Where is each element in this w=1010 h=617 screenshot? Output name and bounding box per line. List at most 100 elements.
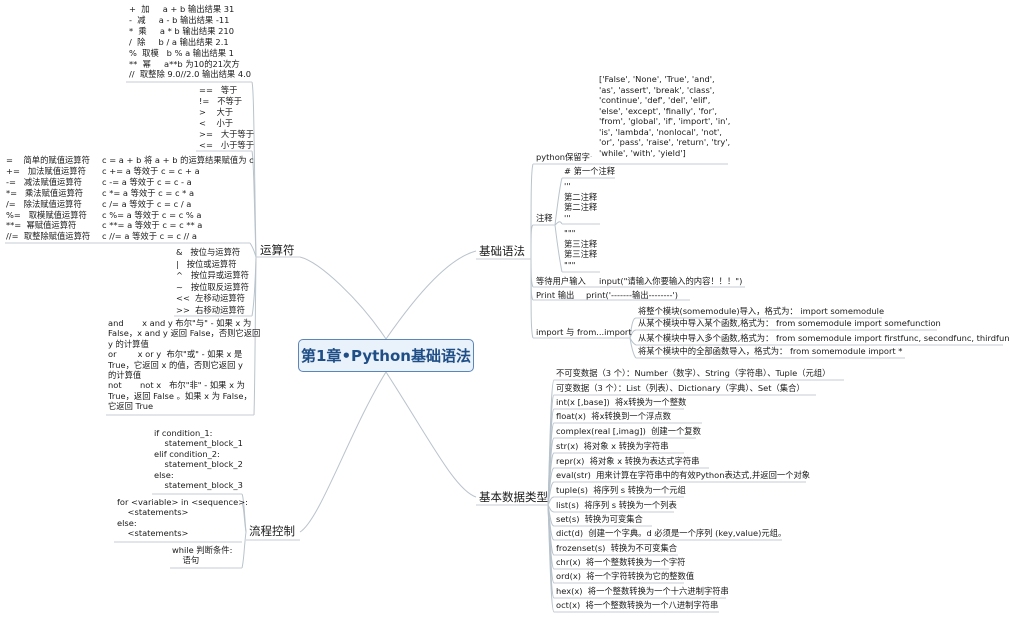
basic-type-item[interactable]: str(x) 将对象 x 转换为字符串 <box>556 441 669 451</box>
assignment-example: c -= a 等效于 c = c - a <box>102 176 192 187</box>
for-line: <statements> <box>117 507 189 518</box>
assignment-operators: = 简单的赋值运算符 += 加法赋值运算符 -= 减法赋值运算符 *= 乘法赋值… <box>6 155 90 242</box>
bitwise-operators: & 按位与运算符 | 按位或运算符 ^ 按位异或运算符 ~ 按位取反运算符 <<… <box>176 247 249 317</box>
basic-type-item[interactable]: dict(d) 创建一个字典。d 必须是一个序列 (key,value)元组。 <box>556 528 787 538</box>
branch-connector <box>547 504 555 613</box>
keywords-label[interactable]: python保留字 <box>536 152 590 162</box>
keyword-line: 'or', 'pass', 'raise', 'return', 'try', <box>599 137 731 147</box>
basic-type-item[interactable]: hex(x) 将一个整数转换为一个十六进制字符串 <box>556 586 729 596</box>
basic-type-item[interactable]: tuple(s) 将序列 s 转换为一个元组 <box>556 485 686 495</box>
basic-type-item[interactable]: repr(x) 将对象 x 转换为表达式字符串 <box>556 456 700 466</box>
while-block: while 判断条件: 语句 <box>172 545 232 566</box>
basic-type-item[interactable]: eval(str) 用来计算在字符串中的有效Python表达式,并返回一个对象 <box>556 470 811 480</box>
category-operators[interactable]: 运算符 <box>260 243 295 257</box>
comment-line: ''' <box>564 181 571 191</box>
keyword-line: 'continue', 'def', 'del', 'elif', <box>599 95 711 105</box>
arithmetic-item: / 除 b / a 输出结果 2.1 <box>129 36 229 47</box>
comparison-item: > 大于 <box>199 106 234 117</box>
for-block: for <variable> in <sequence>: <statement… <box>117 497 248 539</box>
keyword-line: 'while', 'with', 'yield'] <box>599 147 686 158</box>
comment-line: """ <box>564 260 576 271</box>
keyword-line: ['False', 'None', 'True', 'and', <box>599 74 715 84</box>
import-item: 从某个模块中导入多个函数,格式为： from somemodule import… <box>638 332 1010 343</box>
comment-line: 第三注释 <box>564 238 598 249</box>
assignment-example: c += a 等效于 c = c + a <box>102 165 200 176</box>
basic-type-item[interactable]: set(s) 转换为可变集合 <box>556 514 643 524</box>
comparison-operators: == 等于 != 不等于 > 大于 < 小于 >= 大于等于 <= 小于等于 <box>199 85 254 150</box>
category-basic-types[interactable]: 基本数据类型 <box>479 490 548 504</box>
arithmetic-item: - 减 a - b 输出结果 -11 <box>129 14 230 25</box>
arithmetic-operators: + 加 a + b 输出结果 31 - 减 a - b 输出结果 -11 * 乘… <box>129 4 251 80</box>
branch-connector <box>547 481 555 506</box>
assignment-op-item: = 简单的赋值运算符 <box>6 155 90 165</box>
arithmetic-item: % 取模 b % a 输出结果 1 <box>129 47 234 58</box>
keywords-list: ['False', 'None', 'True', 'and', 'as', '… <box>599 74 730 158</box>
arithmetic-item: // 取整除 9.0//2.0 输出结果 4.0 <box>129 69 252 80</box>
keyword-line: 'from', 'global', 'if', 'import', 'in', <box>599 116 731 126</box>
import-label[interactable]: import 与 from...import <box>536 327 632 337</box>
logical-line: 的计算值 <box>108 370 142 381</box>
comments-label[interactable]: 注释 <box>536 213 553 223</box>
import-list: 将整个模块(somemodule)导入，格式为： import somemodu… <box>638 306 1010 357</box>
assignment-examples: c = a + b 将 a + b 的运算结果赋值为 c c += a 等效于 … <box>102 155 254 242</box>
link-icon: · <box>590 153 593 161</box>
for-line: for <variable> in <sequence>: <box>117 497 248 507</box>
assignment-example: c /= a 等效于 c = c / a <box>102 198 192 209</box>
import-item: 将整个模块(somemodule)导入，格式为： import somemodu… <box>638 306 885 316</box>
input-label[interactable]: 等待用户输入 <box>536 276 586 286</box>
assignment-op-item: %= 取模赋值运算符 <box>6 209 87 220</box>
basic-type-item[interactable]: 不可变数据（3 个）：Number（数字）、String（字符串）、Tuple（… <box>556 368 831 378</box>
bitwise-item: ^ 按位异或运算符 <box>176 270 249 281</box>
assignment-op-item: **= 幂赋值运算符 <box>6 220 77 231</box>
comment-line: ''' <box>564 213 571 224</box>
assignment-example: c **= a 等效于 c = c ** a <box>102 220 203 231</box>
basic-type-item[interactable]: oct(x) 将一个整数转换为一个八进制字符串 <box>556 600 719 610</box>
bitwise-item: << 左移动运算符 <box>176 293 245 304</box>
comment-double-quote: ''' 第二注释 第二注释 ''' <box>564 181 597 224</box>
import-item: 从某个模块中导入某个函数,格式为： from somemodule import… <box>638 318 941 329</box>
if-block: if condition_1: statement_block_1 elif c… <box>154 428 243 490</box>
category-basic-syntax[interactable]: 基础语法 <box>479 244 525 258</box>
print-label[interactable]: Print 输出 <box>536 290 575 300</box>
assignment-op-item: /= 除法赋值运算符 <box>6 198 82 209</box>
comparison-item: == 等于 <box>199 85 238 95</box>
basic-type-item[interactable]: float(x) 将x转换到一个浮点数 <box>556 411 671 421</box>
category-flow-control[interactable]: 流程控制 <box>249 524 295 538</box>
bitwise-item: >> 右移动运算符 <box>176 304 245 315</box>
basic-type-item[interactable]: frozenset(s) 转换为不可变集合 <box>556 543 678 553</box>
basic-type-item[interactable]: chr(x) 将一个整数转换为一个字符 <box>556 557 686 567</box>
assignment-example: c //= a 等效于 c = c // a <box>102 231 197 242</box>
if-line: statement_block_3 <box>154 480 243 491</box>
comparison-item: < 小于 <box>199 117 234 128</box>
assignment-op-item: -= 减法赋值运算符 <box>6 176 82 187</box>
comment-line: 第三注释 <box>564 249 598 260</box>
central-topic[interactable]: 第1章•Python基础语法 <box>298 339 474 372</box>
logical-line: 它返回 True <box>108 401 154 412</box>
logical-line: and x and y 布尔"与" - 如果 x 为 <box>108 318 252 328</box>
for-line: <statements> <box>117 528 189 539</box>
basic-type-item[interactable]: complex(real [,imag]) 创建一个复数 <box>556 426 701 436</box>
keyword-line: 'is', 'lambda', 'nonlocal', 'not', <box>599 126 722 137</box>
assignment-example: c = a + b 将 a + b 的运算结果赋值为 c <box>102 155 254 165</box>
comparison-item: != 不等于 <box>199 95 243 106</box>
for-line: else: <box>117 517 137 528</box>
assignment-op-item: //= 取整除赋值运算符 <box>6 231 91 242</box>
assignment-example: c *= a 等效于 c = c * a <box>102 187 195 198</box>
if-line: if condition_1: <box>154 428 213 438</box>
basic-type-item[interactable]: 可变数据（3 个）：List（列表）、Dictionary（字典）、Set（集合… <box>556 383 805 393</box>
comment-line: 第二注释 <box>564 202 598 213</box>
logical-operators: and x and y 布尔"与" - 如果 x 为 False，x and y… <box>108 318 260 412</box>
arithmetic-item: ** 幂 a**b 为10的21次方 <box>129 58 240 69</box>
arithmetic-item: + 加 a + b 输出结果 31 <box>129 4 235 14</box>
assignment-op-item: += 加法赋值运算符 <box>6 165 86 176</box>
basic-type-item[interactable]: int(x [,base]) 将x转换为一个整数 <box>556 397 687 407</box>
logical-line: True，它返回 x 的值，否则它返回 y <box>108 359 243 370</box>
basic-type-item[interactable]: ord(x) 将一个字符转换为它的整数值 <box>556 571 695 581</box>
logical-line: True，返回 False 。如果 x 为 False， <box>108 390 252 401</box>
comment-line: 第二注释 <box>564 191 598 202</box>
arithmetic-item: * 乘 a * b 输出结果 210 <box>129 25 234 36</box>
basic-type-item[interactable]: list(s) 将序列 s 转换为一个列表 <box>556 500 677 510</box>
while-line: 语句 <box>172 555 200 566</box>
logical-line: y 的计算值 <box>108 338 149 349</box>
